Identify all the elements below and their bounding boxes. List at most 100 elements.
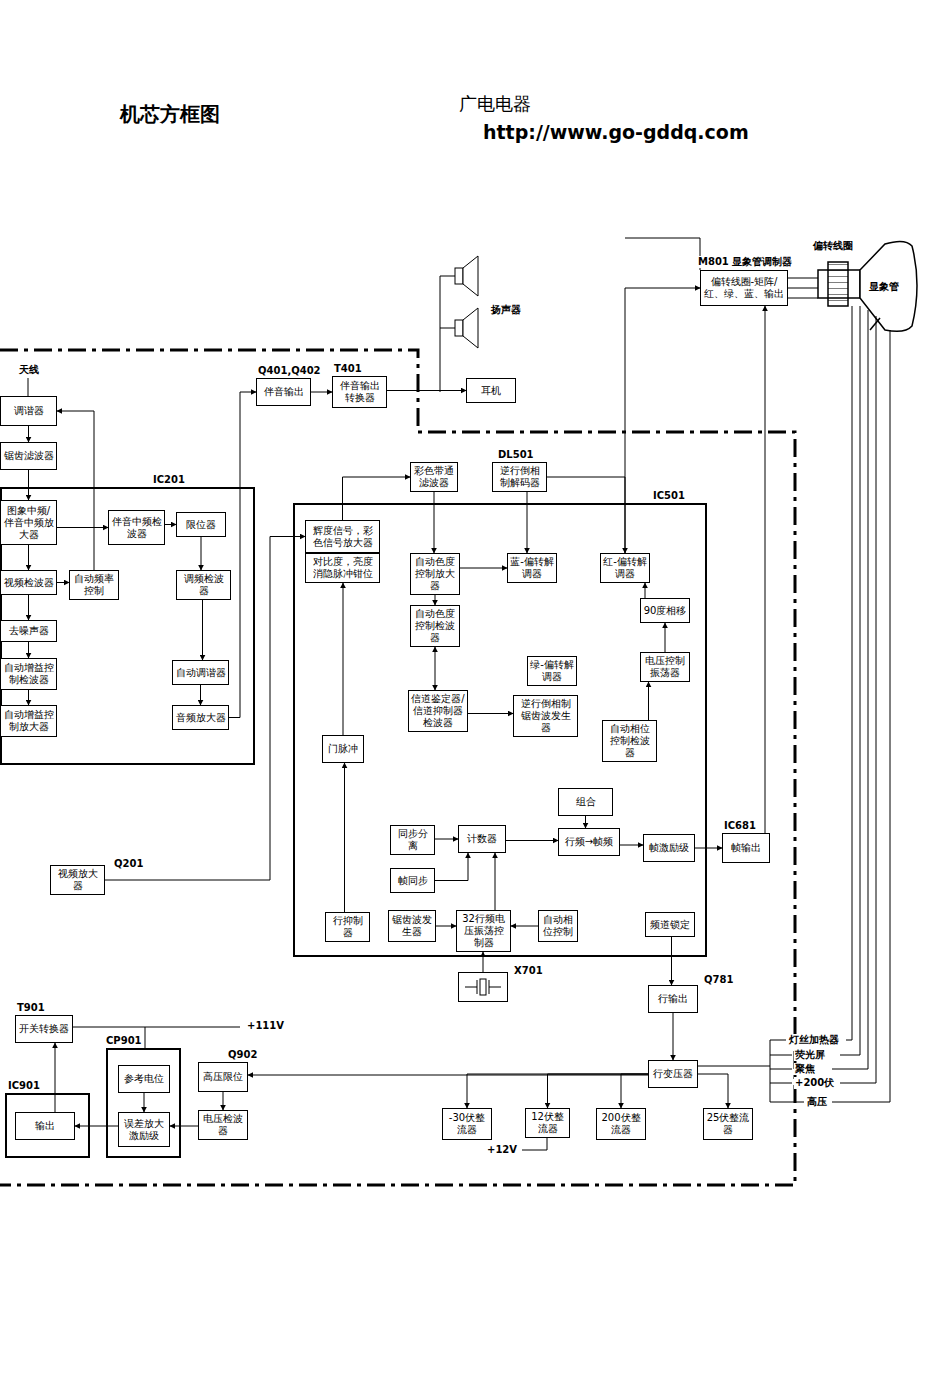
box-text: 彩色带通滤波器 — [413, 465, 455, 489]
box-body: 高压限位 — [199, 1063, 247, 1091]
box-text: 伴音输出转换器 — [335, 380, 384, 404]
process-box: 行变压器 — [648, 1060, 698, 1088]
box-body: 同步分离 — [391, 826, 434, 854]
box-body: 蓝-偏转解调器 — [508, 554, 556, 582]
process-box: 视频检波器 — [0, 570, 57, 595]
box-text: 逆行倒相制锯齿波发生器 — [516, 698, 575, 734]
box-body: 绿-偏转解调器 — [528, 657, 576, 685]
box-text: 锯齿滤波器 — [4, 450, 54, 462]
process-box: 12伏整流器 — [525, 1108, 570, 1138]
crystal-symbol — [463, 976, 503, 998]
signal-connector — [28, 595, 29, 620]
box-text: 调频检波器 — [179, 573, 228, 597]
signal-connector — [75, 1126, 118, 1127]
signal-connector — [202, 600, 203, 660]
box-body: 辉度信号，彩色信号放大器 — [306, 521, 379, 552]
box-body: 限位器 — [177, 513, 225, 536]
part-label: T901 — [16, 1002, 46, 1014]
box-text: 绿-偏转解调器 — [530, 659, 574, 683]
signal-connector — [223, 1092, 224, 1110]
signal-label: +12V — [486, 1144, 518, 1156]
box-body: 伴音输出 — [257, 379, 310, 405]
process-box: 限位器 — [176, 512, 226, 537]
process-box: 锯齿波发生器 — [388, 910, 436, 942]
box-body: 输出 — [16, 1113, 74, 1139]
speaker-cone — [463, 256, 478, 296]
box-text: 帧同步 — [398, 875, 428, 887]
part-label: Q781 — [703, 974, 734, 986]
signal-connector — [28, 642, 29, 658]
box-body: 行抑制器 — [326, 913, 369, 941]
box-text: 自动增益控制检波器 — [3, 662, 54, 686]
ic-block: IC501辉度信号，彩色信号放大器对比度，亮度消隐脉冲钳位自动色度控制放大器蓝-… — [293, 503, 707, 957]
box-text: 伴音中频检波器 — [111, 516, 162, 540]
part-label: IC501 — [652, 490, 686, 502]
box-body: 自动增益控制检波器 — [1, 659, 56, 689]
box-text: 红-偏转解调器 — [603, 556, 647, 580]
process-box: 自动增益控制放大器 — [0, 705, 57, 737]
signal-connector — [105, 537, 305, 881]
box-text: 输出 — [35, 1120, 55, 1132]
box-body: 32行频电压振荡控制器 — [457, 911, 510, 951]
process-box: 高压限位Q902 — [198, 1062, 248, 1092]
process-box: 帧同步 — [390, 868, 435, 893]
box-text: 行输出 — [658, 993, 688, 1005]
box-text: 门脉冲 — [328, 743, 358, 755]
box-text: 蓝-偏转解调器 — [510, 556, 554, 580]
box-text: 自动相位控制 — [541, 914, 575, 938]
ic-block: IC901输出 — [5, 1093, 90, 1158]
part-label: IC901 — [7, 1080, 41, 1092]
process-box: 帧输出IC681 — [722, 833, 770, 863]
process-box: 伴音输出Q401,Q402 — [256, 378, 311, 406]
speaker-wire — [440, 276, 455, 392]
box-body: 自动相位控制检波器 — [603, 721, 656, 761]
box-text: 对比度，亮度消隐脉冲钳位 — [308, 556, 377, 580]
deflection-coil — [828, 262, 848, 306]
box-text: 电压控制振荡器 — [643, 655, 687, 679]
box-body: 12伏整流器 — [526, 1109, 569, 1137]
box-text: 12伏整流器 — [528, 1111, 567, 1135]
signal-connector — [28, 470, 29, 500]
box-text: 参考电位 — [124, 1073, 164, 1085]
box-body: 锯齿波发生器 — [389, 911, 435, 941]
box-text: 误差放大激励级 — [121, 1118, 167, 1142]
signal-connector — [467, 1074, 648, 1108]
process-box: 25伏整流器 — [703, 1108, 753, 1140]
signal-connector — [648, 682, 649, 720]
box-text: 自动调谐器 — [176, 667, 226, 679]
signal-connector — [483, 952, 484, 972]
signal-connector — [673, 1013, 674, 1060]
box-body: 视频检波器 — [1, 571, 56, 594]
box-text: 电压检波器 — [201, 1113, 245, 1137]
process-box: 门脉冲 — [322, 735, 364, 763]
box-body: 音频放大器 — [173, 706, 228, 729]
box-body: 偏转线圈-矩阵/红、绿、蓝、输出 — [701, 271, 787, 305]
box-body: -30伏整流器 — [443, 1109, 491, 1139]
signal-connector — [527, 492, 528, 553]
signal-connector — [28, 426, 29, 442]
box-text: 调谐器 — [14, 405, 44, 417]
process-box: 蓝-偏转解调器 — [507, 553, 557, 583]
box-text: 偏转线圈-矩阵/红、绿、蓝、输出 — [703, 276, 785, 300]
process-box: 自动色度控制检波器 — [410, 605, 460, 647]
signal-label: 聚焦 — [794, 1063, 816, 1075]
ic-block: CP901参考电位误差放大激励级 — [106, 1048, 181, 1158]
box-body: 去噪声器 — [1, 621, 56, 641]
process-box: 行输出Q781 — [648, 985, 698, 1013]
box-text: 计数器 — [467, 833, 497, 845]
signal-connector — [435, 647, 436, 690]
box-body: 调频检波器 — [177, 571, 230, 599]
box-body: 帧激励级 — [644, 835, 694, 861]
box-text: 去噪声器 — [9, 625, 49, 637]
signal-connector — [165, 524, 176, 525]
signal-label: 广电电器 — [458, 93, 532, 115]
signal-connector — [201, 537, 202, 570]
box-body: 自动相位控制 — [539, 911, 577, 941]
box-text: 图象中频/伴音中频放大器 — [3, 505, 54, 541]
signal-connector — [55, 1043, 56, 1112]
box-text: 限位器 — [186, 519, 216, 531]
part-label: Q902 — [227, 1049, 258, 1061]
process-box: 对比度，亮度消隐脉冲钳位 — [305, 553, 380, 583]
crt-bulb — [860, 241, 917, 331]
process-box: 输出 — [15, 1112, 75, 1140]
